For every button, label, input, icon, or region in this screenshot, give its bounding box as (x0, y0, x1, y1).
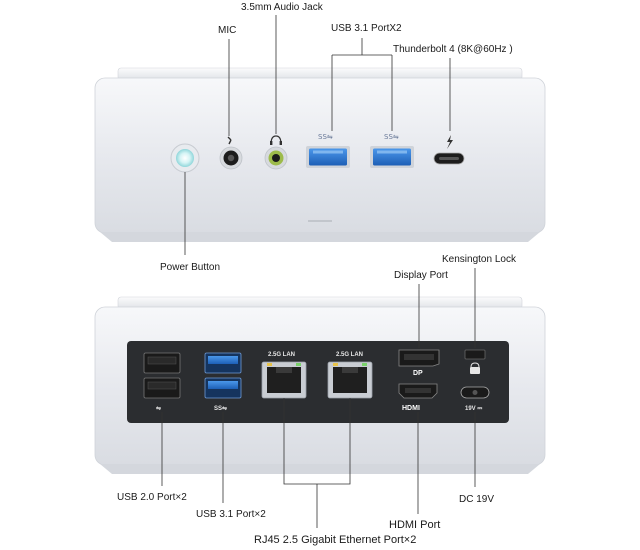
label-rj45: RJ45 2.5 Gigabit Ethernet Port×2 (254, 534, 416, 546)
front-usb31-port-1-pins-icon (313, 150, 343, 154)
label-back-usb31: USB 3.1 Port×2 (196, 509, 266, 520)
back-unit: ⇋ SS⇋ 2.5G LAN 2.5G LAN DP HDMI (94, 296, 546, 474)
front-unit: SS⇋ SS⇋ (94, 67, 546, 242)
front-usb31-port-2-pins-icon (377, 150, 407, 154)
front-notch (308, 220, 332, 222)
lan-port-2-led-icon (333, 363, 338, 366)
headphone-cup-right-icon (279, 141, 282, 145)
label-kensington: Kensington Lock (442, 254, 517, 265)
leader-rj45 (283, 398, 351, 528)
hdmi-pins-icon (405, 388, 431, 393)
front-base (100, 232, 540, 242)
label-front-usb31: USB 3.1 PortX2 (331, 23, 402, 34)
usb20-port-2-tongue-icon (147, 381, 177, 390)
label-usb20: USB 2.0 Port×2 (117, 492, 187, 503)
lan2-label: 2.5G LAN (336, 352, 363, 358)
usb31-ss-symbol: SS⇋ (214, 404, 227, 412)
label-audio-jack: 3.5mm Audio Jack (241, 2, 324, 13)
usb31-port-2-tongue-icon (208, 381, 238, 389)
label-hdmi: HDMI Port (389, 519, 440, 531)
hdmi-logo: HDMI (402, 405, 420, 412)
power-led-icon (176, 149, 194, 167)
lan-port-2-led2-icon (362, 363, 367, 366)
dc-port-pin-icon (472, 390, 478, 395)
lan-port-1-led-icon (267, 363, 272, 366)
headphone-icon (270, 135, 282, 145)
mic-icon (227, 136, 232, 145)
label-power-button: Power Button (160, 262, 220, 273)
headphone-cup-left-icon (270, 141, 273, 145)
leader-front-usb31 (331, 38, 393, 131)
usb-ss-symbol-1: SS⇋ (318, 133, 333, 141)
lock-icon (470, 367, 480, 374)
mic-jack-center-icon (227, 154, 235, 162)
dp-label: DP (413, 370, 423, 377)
usb20-symbol: ⇋ (156, 404, 161, 412)
lan-port-1-led2-icon (296, 363, 301, 366)
label-dc: DC 19V (459, 494, 494, 505)
back-base (100, 464, 540, 474)
lan-port-1-latch-icon (276, 367, 292, 373)
label-mic: MIC (218, 25, 236, 36)
label-thunderbolt: Thunderbolt 4 (8K@60Hz ) (393, 44, 513, 55)
audio-jack-hole-icon (272, 154, 280, 162)
lan1-label: 2.5G LAN (268, 352, 295, 358)
io-panel (127, 341, 509, 423)
thunderbolt-icon (447, 135, 453, 149)
lock-shackle-icon (470, 362, 480, 368)
usb31-port-1-tongue-icon (208, 356, 238, 364)
thunderbolt-port-pins-icon (439, 157, 459, 160)
dc-label: 19V ⎓ (465, 406, 482, 412)
kensington-slot[interactable] (464, 349, 486, 360)
label-displayport: Display Port (394, 270, 448, 281)
usb-ss-symbol-2: SS⇋ (384, 133, 399, 141)
lan-port-2-latch-icon (342, 367, 358, 373)
usb20-port-1-tongue-icon (147, 356, 177, 365)
displayport-pins-icon (404, 354, 434, 360)
